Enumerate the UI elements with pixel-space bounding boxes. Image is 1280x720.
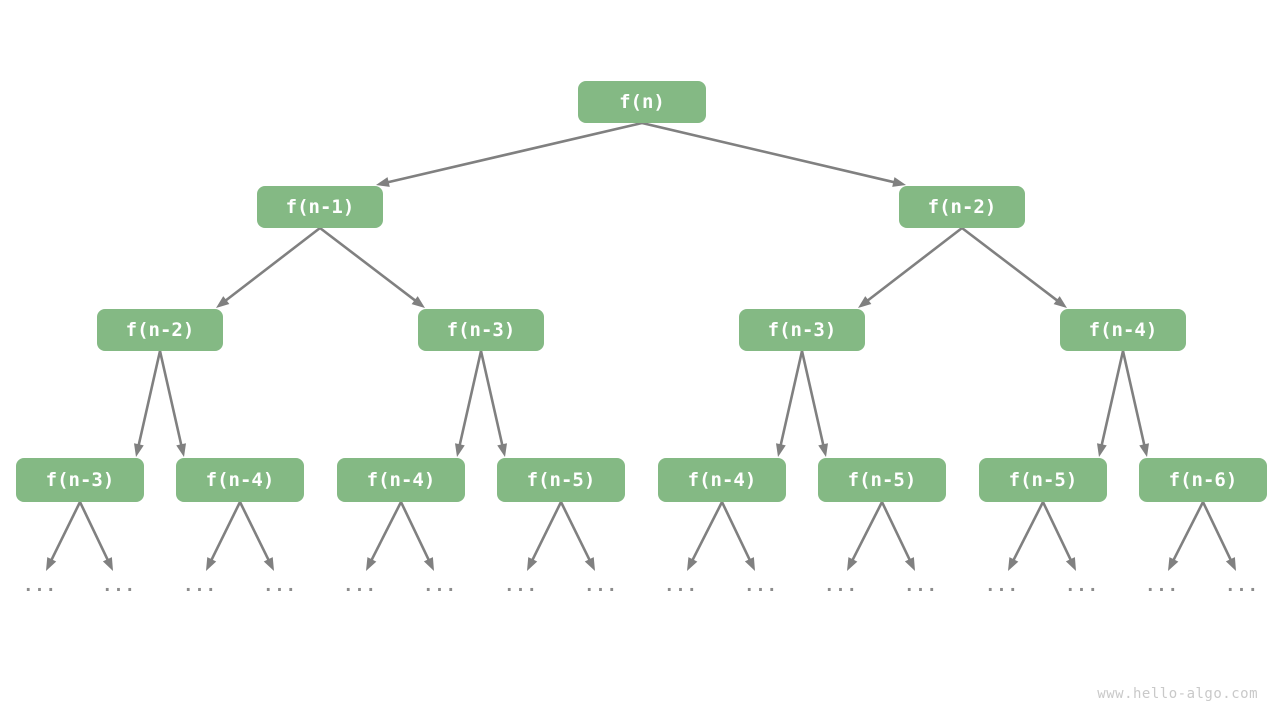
tree-node-fn-3: f(n-3) [16, 458, 144, 502]
tree-node-fn-3: f(n-3) [418, 309, 544, 351]
ellipsis-marker: ... [664, 576, 698, 596]
tree-node-fn-4: f(n-4) [658, 458, 786, 502]
edge-n6-to-n14 [1121, 350, 1150, 457]
ellipsis-marker: ... [183, 576, 217, 596]
tree-node-fn-4: f(n-4) [337, 458, 465, 502]
edge-n7-to-e1 [78, 501, 113, 571]
ellipsis-marker: ... [102, 576, 136, 596]
watermark: www.hello-algo.com [1097, 686, 1258, 702]
edge-n12-to-e11 [880, 501, 915, 571]
edge-n3-to-n8 [158, 350, 187, 457]
ellipsis-marker: ... [263, 576, 297, 596]
edge-n13-to-e13 [1041, 501, 1076, 571]
edge-n4-to-n10 [479, 350, 508, 457]
edge-n11-to-e9 [720, 501, 755, 571]
edge-n14-to-e14 [1168, 501, 1205, 571]
edge-n6-to-n13 [1096, 350, 1125, 457]
edge-n14-to-e15 [1201, 501, 1236, 571]
edge-n9-to-e4 [366, 501, 403, 571]
edge-n11-to-e8 [687, 501, 724, 571]
edge-n8-to-e3 [238, 501, 274, 571]
edge-n13-to-e12 [1008, 501, 1045, 571]
tree-node-fn-5: f(n-5) [497, 458, 625, 502]
tree-node-fn-3: f(n-3) [739, 309, 865, 351]
edge-n5-to-n12 [800, 350, 829, 457]
ellipsis-marker: ... [504, 576, 538, 596]
ellipsis-marker: ... [904, 576, 938, 596]
tree-node-fn-4: f(n-4) [1060, 309, 1186, 351]
ellipsis-marker: ... [343, 576, 377, 596]
edge-n2-to-n5 [858, 226, 963, 308]
edge-n0-to-n2 [641, 121, 906, 187]
ellipsis-marker: ... [423, 576, 457, 596]
ellipsis-marker: ... [1225, 576, 1259, 596]
ellipsis-marker: ... [824, 576, 858, 596]
edge-n2-to-n6 [961, 226, 1067, 308]
edge-n5-to-n11 [775, 350, 804, 457]
edge-n12-to-e10 [847, 501, 884, 571]
tree-node-fn-1: f(n-1) [257, 186, 383, 228]
edge-n3-to-n7 [133, 350, 162, 457]
tree-node-fn-2: f(n-2) [899, 186, 1025, 228]
edge-n1-to-n4 [319, 226, 425, 308]
ellipsis-marker: ... [744, 576, 778, 596]
edge-n10-to-e6 [527, 501, 563, 571]
tree-node-fn-2: f(n-2) [97, 309, 223, 351]
edge-n7-to-e0 [46, 501, 82, 571]
tree-node-fn-6: f(n-6) [1139, 458, 1267, 502]
edge-n8-to-e2 [206, 501, 242, 571]
edge-n9-to-e5 [399, 501, 434, 571]
edge-n1-to-n3 [216, 226, 321, 308]
tree-node-fn-4: f(n-4) [176, 458, 304, 502]
edge-n10-to-e7 [559, 501, 595, 571]
ellipsis-marker: ... [584, 576, 618, 596]
tree-node-fn-5: f(n-5) [979, 458, 1107, 502]
ellipsis-marker: ... [985, 576, 1019, 596]
edge-n0-to-n1 [376, 121, 643, 187]
ellipsis-marker: ... [1145, 576, 1179, 596]
ellipsis-marker: ... [1065, 576, 1099, 596]
tree-node-fn: f(n) [578, 81, 706, 123]
tree-node-fn-5: f(n-5) [818, 458, 946, 502]
edge-n4-to-n9 [454, 350, 483, 457]
ellipsis-marker: ... [23, 576, 57, 596]
